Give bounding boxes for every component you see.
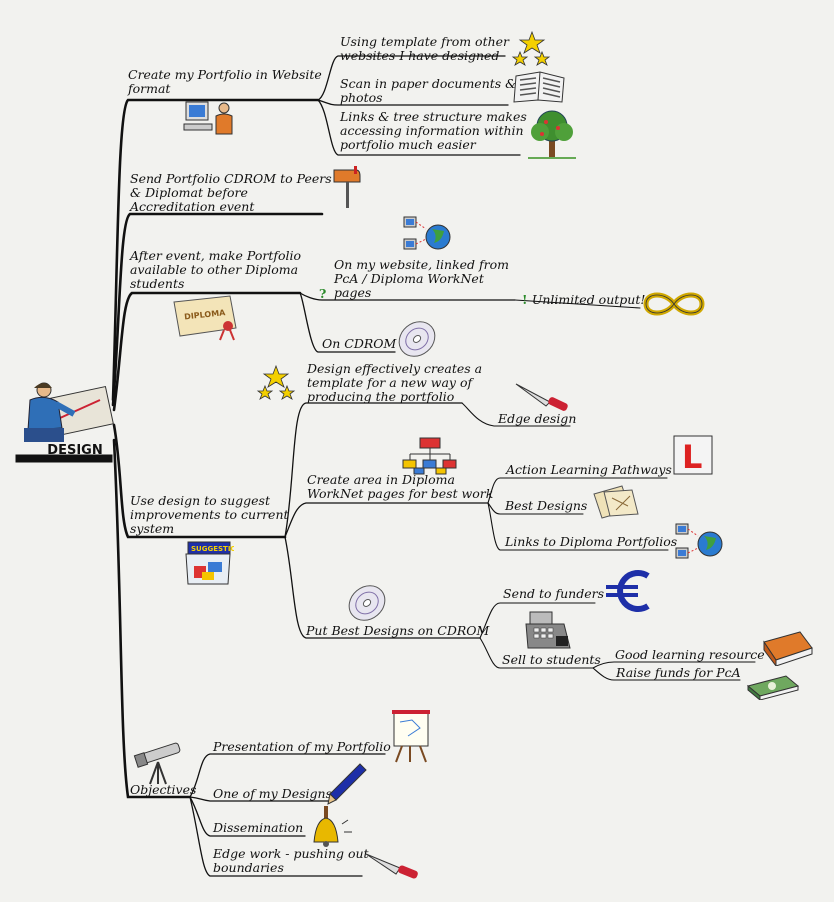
euro-sign-icon <box>606 570 650 612</box>
book-icon <box>763 631 813 666</box>
knife-icon-2 <box>365 853 418 879</box>
tree-icon <box>528 110 576 159</box>
cash-register-icon <box>525 611 571 649</box>
branch-after-label: After event, make Portfolio available to… <box>130 248 302 291</box>
l-plate-text: L <box>682 438 702 476</box>
suggestion-box-icon: SUGGESTION <box>185 541 234 585</box>
knife-icon <box>515 383 568 411</box>
question-mark-icon: ? <box>319 286 327 301</box>
use-design-sub2-label: Create area in Diploma WorkNet pages for… <box>307 472 494 501</box>
action-learning-label: Action Learning Pathways <box>506 462 672 477</box>
stars-icon <box>511 30 551 66</box>
person-at-drafting-board-icon <box>24 382 114 442</box>
portfolio-child-links: Links & tree structure makes accessing i… <box>340 109 527 152</box>
use-design-sub3-label: Put Best Designs on CDROM <box>306 623 490 638</box>
unlimited-output-text: Unlimited output! <box>531 292 646 307</box>
unlimited-output-label: ! Unlimited output! <box>522 293 645 307</box>
links-diploma-portfolios-label: Links to Diploma Portfolios <box>505 534 678 549</box>
portfolio-child-scan: Scan in paper documents & photos <box>340 76 517 105</box>
branch-use-design-label: Use design to suggest improvements to cu… <box>130 493 289 536</box>
org-chart-icon <box>402 437 457 475</box>
infinity-icon <box>643 292 705 316</box>
best-designs-label: Best Designs <box>505 498 588 513</box>
maps-icon <box>593 485 639 519</box>
l-plate-icon: L <box>673 435 713 476</box>
objective-presentation: Presentation of my Portfolio <box>213 739 391 754</box>
objective-edge-work: Edge work - pushing out boundaries <box>213 846 369 875</box>
mailbox-icon <box>333 166 361 208</box>
branch-objectives-label: Objectives <box>130 782 197 797</box>
cd-rom-icon <box>398 321 436 357</box>
good-learning-resource-label: Good learning resource <box>615 647 765 662</box>
network-globe-icon-2 <box>675 523 723 559</box>
newspaper-icon <box>513 71 565 103</box>
objective-one-design: One of my Designs <box>213 786 332 801</box>
after-child-cdrom: On CDROM <box>322 336 397 351</box>
use-design-sub1-label: Design effectively creates a template fo… <box>307 361 483 404</box>
diploma-text: DIPLOMA <box>184 308 227 321</box>
after-child-website: On my website, linked from PcA / Diploma… <box>334 257 510 300</box>
telescope-icon <box>133 742 181 785</box>
edge-design-label: Edge design <box>498 411 577 426</box>
computer-user-icon <box>183 101 233 135</box>
diploma-scroll-icon: DIPLOMA <box>173 295 237 341</box>
exclamation-icon: ! <box>522 292 532 307</box>
banknotes-icon <box>746 675 800 700</box>
branch-portfolio-label: Create my Portfolio in Website format <box>128 67 322 96</box>
network-globe-icon <box>403 216 451 250</box>
pencil-icon <box>327 763 367 805</box>
sell-to-students-label: Sell to students <box>502 652 601 667</box>
stars-icon-2 <box>256 364 296 400</box>
send-to-funders-label: Send to funders <box>503 586 605 601</box>
portfolio-child-template: Using template from other websites I hav… <box>340 34 510 63</box>
flipchart-icon <box>392 710 430 763</box>
bell-icon <box>313 806 352 847</box>
suggestion-text: SUGGESTION <box>191 545 234 553</box>
root-title: DESIGN <box>47 443 103 458</box>
raise-funds-label: Raise funds for PcA <box>616 665 741 680</box>
cd-rom-icon-2 <box>348 585 386 621</box>
branch-send-label: Send Portfolio CDROM to Peers & Diplomat… <box>130 171 332 214</box>
objective-dissemination: Dissemination <box>213 820 304 835</box>
